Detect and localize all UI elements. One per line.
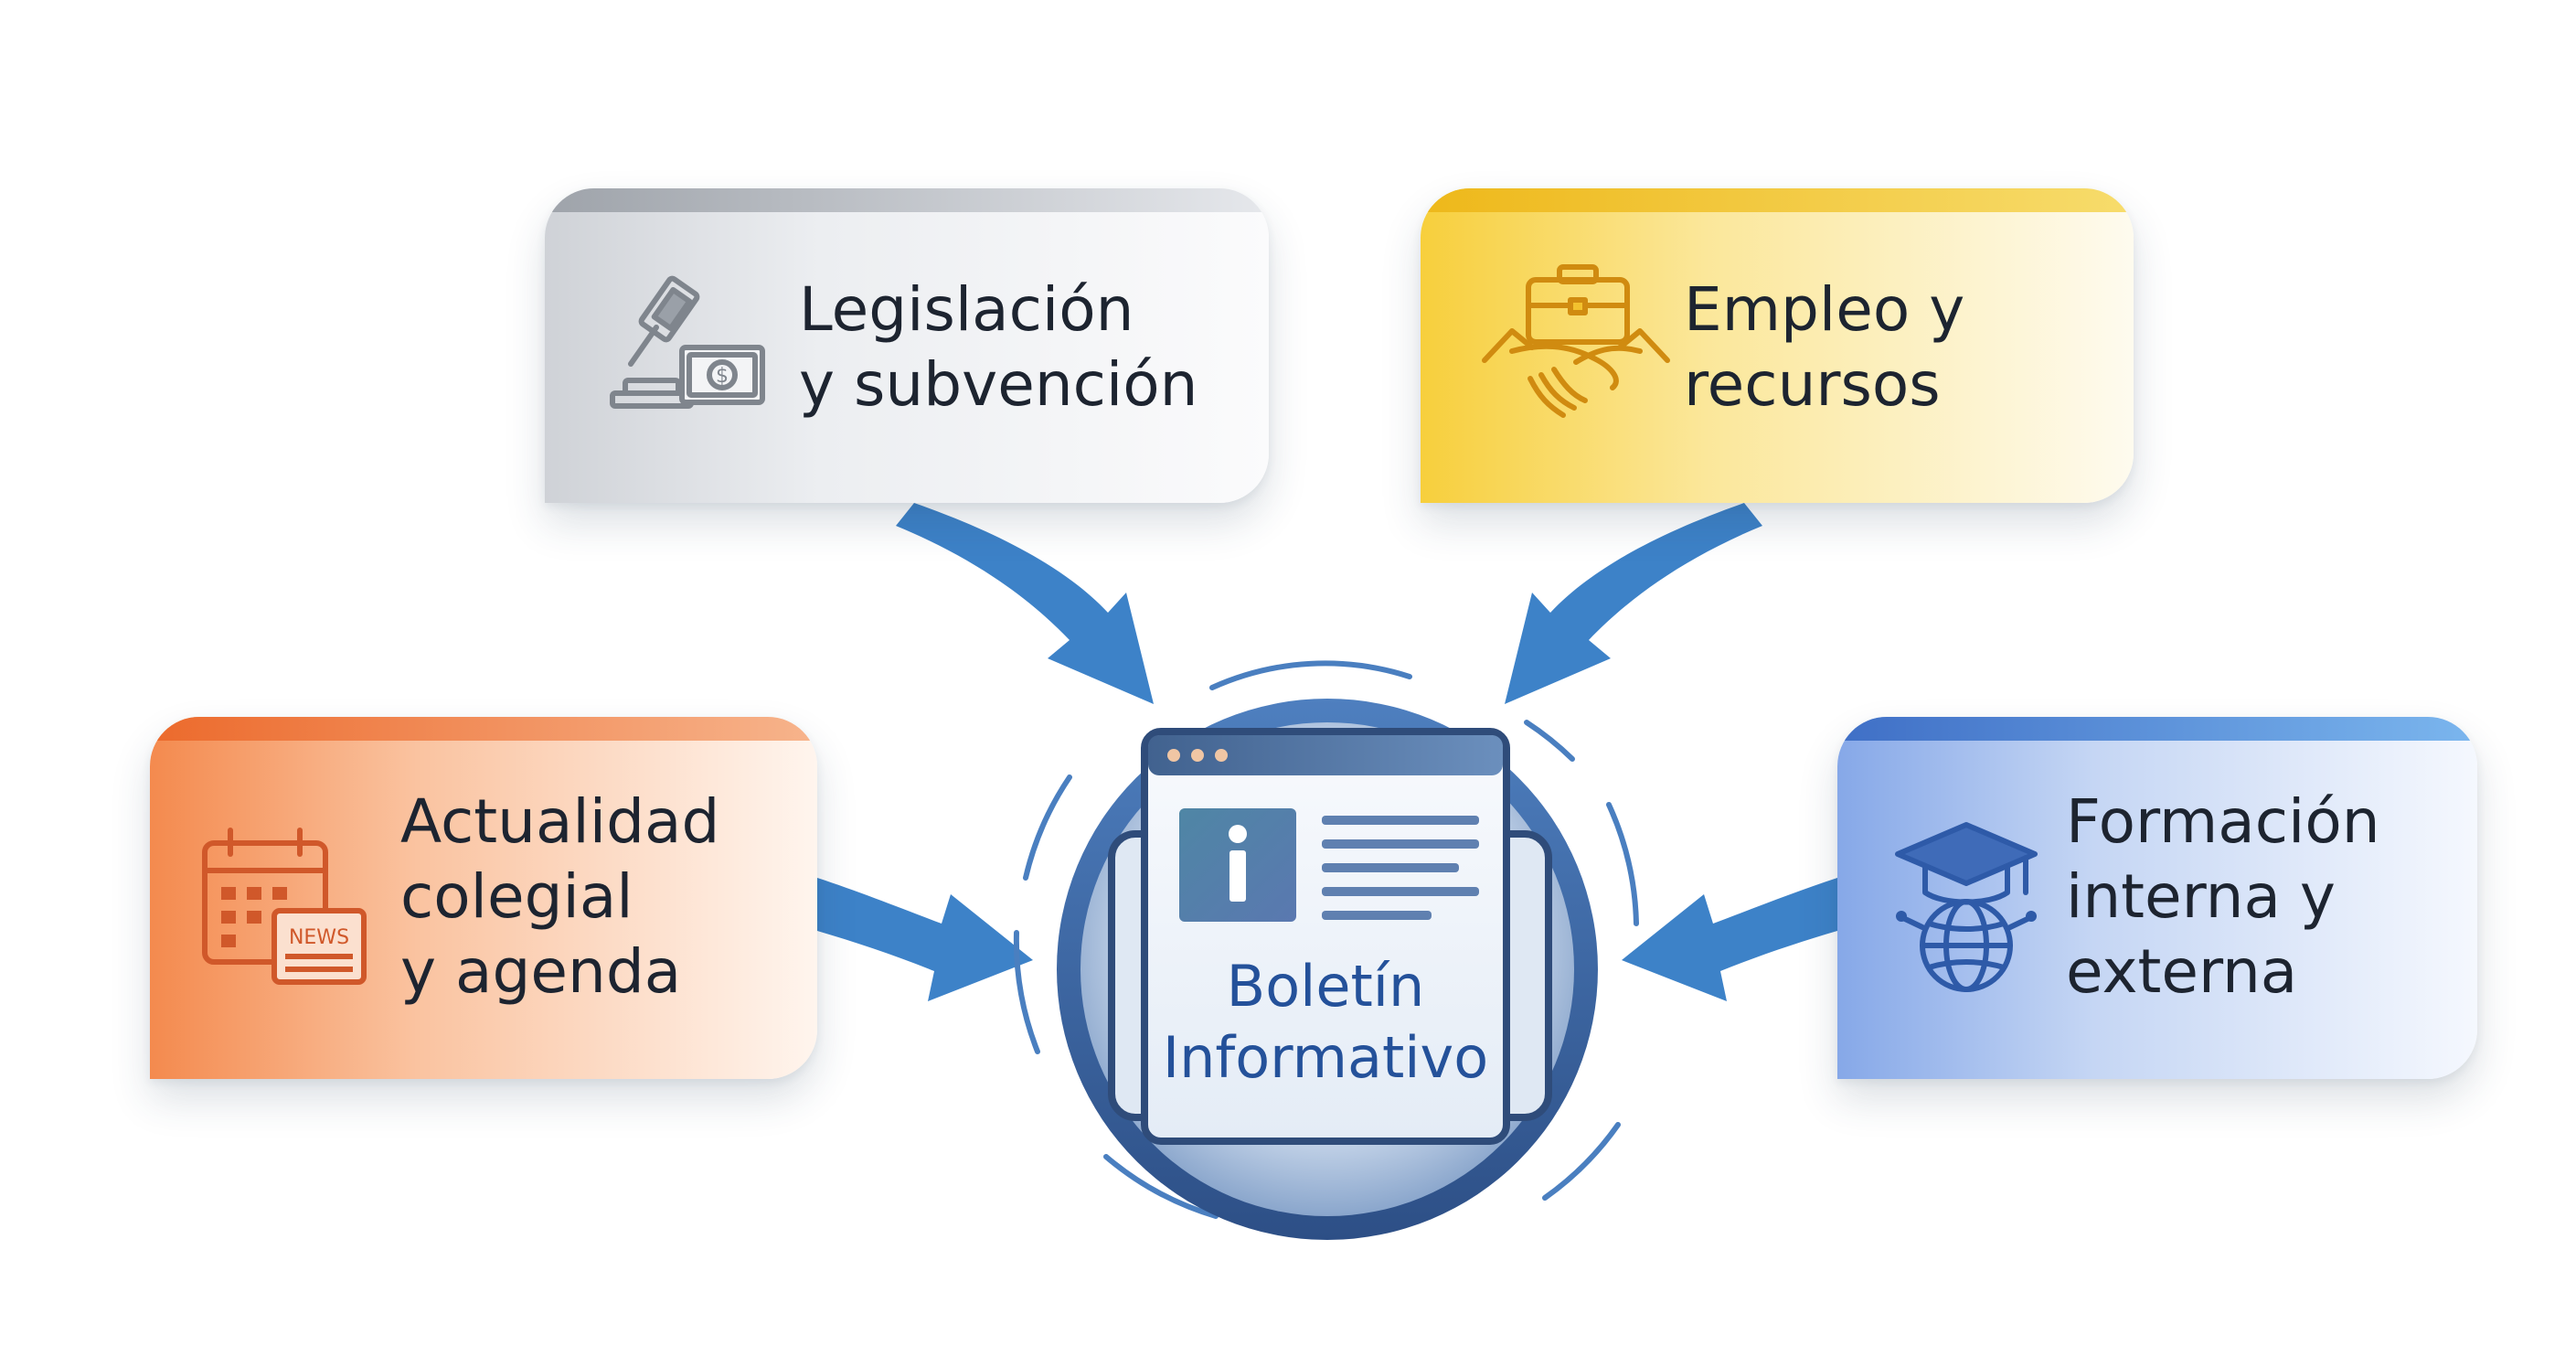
handshake-briefcase-icon <box>1482 264 1670 418</box>
calendar-news-icon: NEWS <box>202 828 367 985</box>
arrow-from-actualidad <box>817 878 1033 1001</box>
news-icon-text: NEWS <box>289 926 349 949</box>
arrow-from-empleo <box>1505 503 1762 704</box>
node-formacion: Formación interna y externa <box>1837 717 2477 1079</box>
center-label: Boletín Informativo <box>1162 953 1489 1091</box>
node-label-actualidad: Actualidad colegial y agenda <box>400 786 720 1007</box>
graduation-globe-icon <box>1895 822 2038 992</box>
card-accent-bar <box>150 717 817 741</box>
node-empleo: Empleo y recursos <box>1421 188 2134 503</box>
node-label-formacion: Formación interna y externa <box>2066 786 2380 1007</box>
card-accent-bar <box>1421 188 2134 212</box>
card-accent-bar <box>1837 717 2477 741</box>
outer-rings <box>1013 660 1639 1219</box>
card-accent-bar <box>545 188 1269 212</box>
node-actualidad: NEWS Actualidad colegial y agenda <box>150 717 817 1079</box>
gavel-money-icon: $ <box>610 275 765 409</box>
arrow-from-legislacion <box>896 503 1154 704</box>
node-legislacion: $ Legislación y subvención <box>545 188 1269 503</box>
node-label-legislacion: Legislación y subvención <box>799 274 1198 420</box>
newsletter-window-icon <box>1141 728 1510 1145</box>
svg-text:$: $ <box>716 365 729 388</box>
arrow-from-formacion <box>1622 878 1837 1001</box>
node-label-empleo: Empleo y recursos <box>1684 274 1965 420</box>
